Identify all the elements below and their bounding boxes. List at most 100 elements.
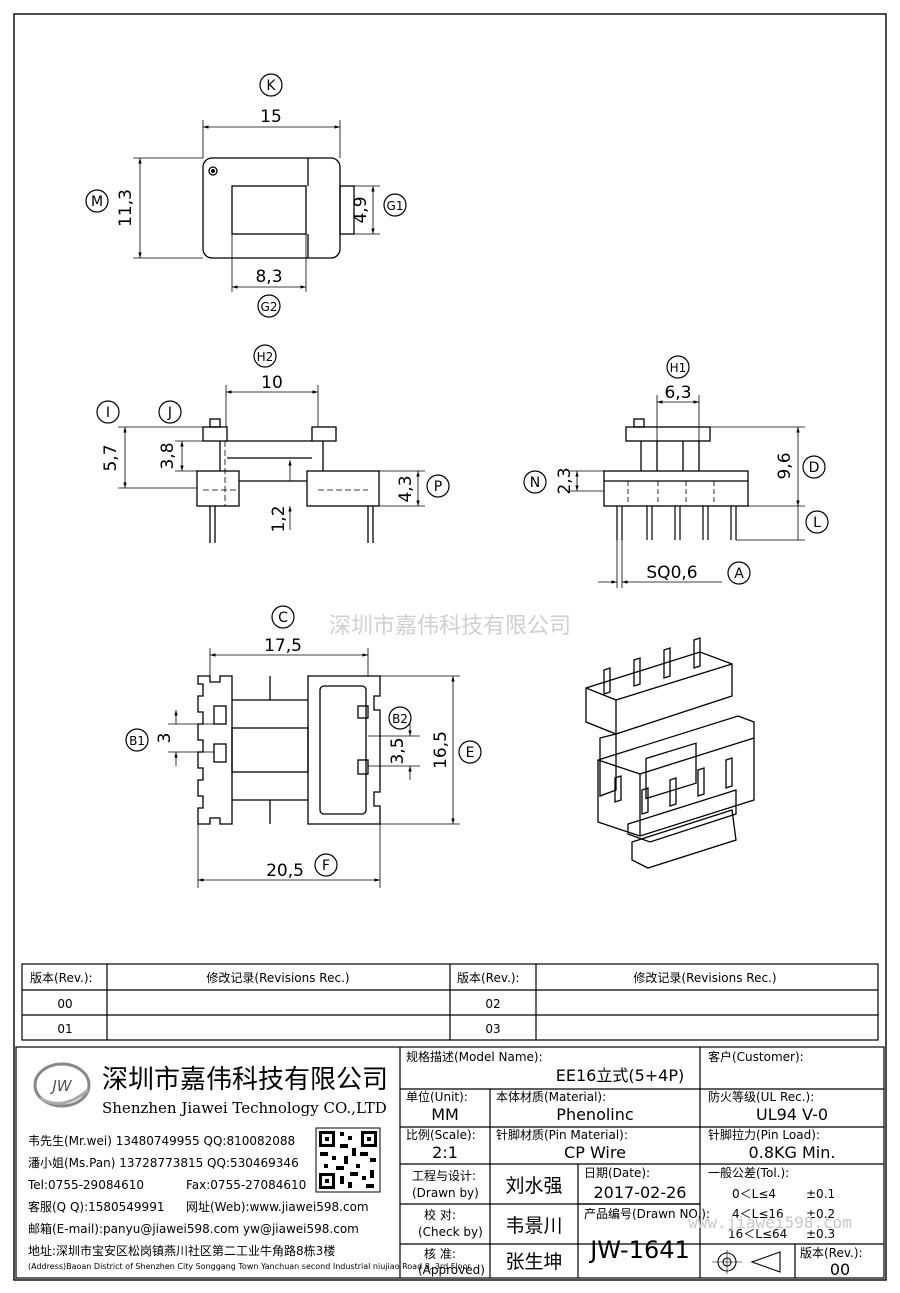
dim-p2: 1,2 — [269, 505, 289, 532]
pin-label: 针脚材质(Pin Material): — [496, 1127, 628, 1142]
company-logo: JW — [33, 1062, 91, 1108]
load-label: 针脚拉力(Pin Load): — [708, 1127, 820, 1142]
drawn-value: 刘水强 — [505, 1175, 562, 1197]
contact-email: 邮箱(E-mail):panyu@jiawei598.com yw@jiawei… — [28, 1221, 359, 1236]
label-c: C — [278, 610, 288, 626]
model-label: 规格描述(Model Name): — [406, 1049, 543, 1064]
dim-f: 20,5 — [266, 861, 304, 881]
contact-address: 地址:深圳市宝安区松岗镇燕川社区第二工业牛角路8栋3楼 — [28, 1243, 335, 1258]
dim-h2: 10 — [261, 373, 283, 393]
label-g2: G2 — [261, 300, 278, 314]
label-h2: H2 — [257, 350, 274, 364]
label-f: F — [322, 858, 330, 874]
sheet-border — [13, 13, 887, 1281]
label-j: J — [167, 405, 172, 421]
date-value: 2017-02-26 — [594, 1183, 687, 1202]
label-g1: G1 — [387, 199, 404, 213]
unit-label: 单位(Unit): — [406, 1089, 468, 1104]
title-block — [15, 1046, 885, 1279]
watermark: 深圳市嘉伟科技有限公司 — [329, 614, 571, 639]
dim-n: 2,3 — [555, 467, 575, 494]
rev-value: 00 — [830, 1260, 850, 1279]
tol-1-value: ±0.1 — [806, 1187, 835, 1201]
label-i: I — [106, 405, 110, 421]
label-n: N — [530, 475, 540, 491]
company-name-cn: 深圳市嘉伟科技有限公司 — [102, 1065, 388, 1095]
dim-b2: 3,5 — [388, 737, 408, 764]
rec-header-right: 修改记录(Revisions Rec.) — [633, 970, 776, 985]
customer-label: 客户(Customer): — [708, 1049, 804, 1064]
revision-table — [21, 963, 879, 1041]
projection-symbol-icon — [712, 1250, 781, 1274]
rev-header-right: 版本(Rev.): — [457, 971, 520, 985]
rev-row-02: 02 — [485, 997, 500, 1011]
rev-row-00: 00 — [57, 997, 72, 1011]
label-d: D — [809, 460, 820, 476]
label-p: P — [434, 479, 442, 495]
check-value: 韦景川 — [505, 1215, 562, 1237]
rev-row-01: 01 — [57, 1022, 72, 1036]
dim-c: 17,5 — [264, 636, 302, 656]
dim-p: 4,3 — [396, 475, 416, 502]
material-value: Phenolinc — [556, 1105, 633, 1124]
tol-2-value: ±0.2 — [806, 1207, 835, 1221]
qr-code — [315, 1127, 381, 1193]
dim-e: 16,5 — [431, 731, 451, 769]
label-l: L — [813, 515, 821, 531]
front-view — [118, 385, 425, 543]
dim-b1: 3 — [155, 733, 175, 744]
check-label: 校 对: — [424, 1207, 456, 1222]
tol-3-value: ±0.3 — [806, 1227, 835, 1241]
ul-value: UL94 V-0 — [756, 1105, 828, 1124]
label-k: K — [266, 78, 276, 94]
date-label: 日期(Date): — [584, 1166, 650, 1180]
dim-a: SQ0,6 — [646, 563, 697, 583]
side-view — [570, 395, 805, 588]
tol-1-range: 0＜L≤4 — [732, 1187, 776, 1201]
drawn-sub: (Drawn by) — [412, 1186, 479, 1200]
rev-row-03: 03 — [485, 1022, 500, 1036]
label-b1: B1 — [129, 734, 145, 748]
contact-address-en: (Address)Baoan District of Shenzhen City… — [28, 1262, 471, 1271]
label-e: E — [466, 745, 475, 761]
top-view — [133, 120, 380, 292]
approve-label: 核 准: — [424, 1247, 456, 1261]
contact-2: 潘小姐(Ms.Pan) 13728773815 QQ:530469346 — [28, 1156, 299, 1170]
approve-value: 张生坤 — [505, 1251, 562, 1273]
dim-g2: 8,3 — [255, 267, 282, 287]
dim-m: 11,3 — [116, 189, 136, 227]
contact-web: 网址(Web):www.jiawei598.com — [186, 1200, 369, 1214]
unit-value: MM — [431, 1105, 459, 1124]
watermark-url: www.jiawei598.com — [688, 1213, 852, 1232]
company-name-en: Shenzhen Jiawei Technology CO.,LTD — [102, 1099, 387, 1117]
contact-1: 韦先生(Mr.wei) 13480749955 QQ:810082088 — [28, 1134, 295, 1148]
label-a: A — [734, 566, 744, 582]
dim-i: 5,7 — [101, 444, 121, 471]
rev-label: 版本(Rev.): — [800, 1246, 863, 1260]
drawn-label: 工程与设计: — [412, 1168, 476, 1183]
dim-j: 3,8 — [158, 442, 178, 469]
check-sub: (Check by) — [418, 1225, 483, 1239]
ul-label: 防火等级(UL Rec.): — [708, 1089, 814, 1104]
label-m: M — [91, 194, 103, 210]
model-value: EE16立式(5+4P) — [556, 1066, 684, 1085]
dim-k: 15 — [260, 107, 282, 127]
scale-label: 比例(Scale): — [406, 1128, 476, 1142]
contact-tel: Tel:0755-29084610 — [27, 1178, 144, 1192]
pin-value: CP Wire — [564, 1143, 626, 1162]
isometric-view — [585, 637, 755, 869]
rev-header-left: 版本(Rev.): — [30, 971, 93, 985]
load-value: 0.8KG Min. — [749, 1143, 836, 1162]
tol-3-range: 16＜L≤64 — [728, 1227, 787, 1241]
tol-2-range: 4＜L≤16 — [732, 1207, 784, 1221]
scale-value: 2:1 — [432, 1143, 458, 1162]
contact-fax: Fax:0755-27084610 — [186, 1178, 306, 1192]
tol-label: 一般公差(Tol.): — [708, 1165, 789, 1180]
rec-header-left: 修改记录(Revisions Rec.) — [206, 970, 349, 985]
callout-labels — [85, 73, 829, 877]
logo-text: JW — [49, 1077, 72, 1095]
label-b2: B2 — [392, 712, 408, 726]
material-label: 本体材质(Material): — [496, 1090, 606, 1104]
dim-d: 9,6 — [775, 452, 795, 479]
